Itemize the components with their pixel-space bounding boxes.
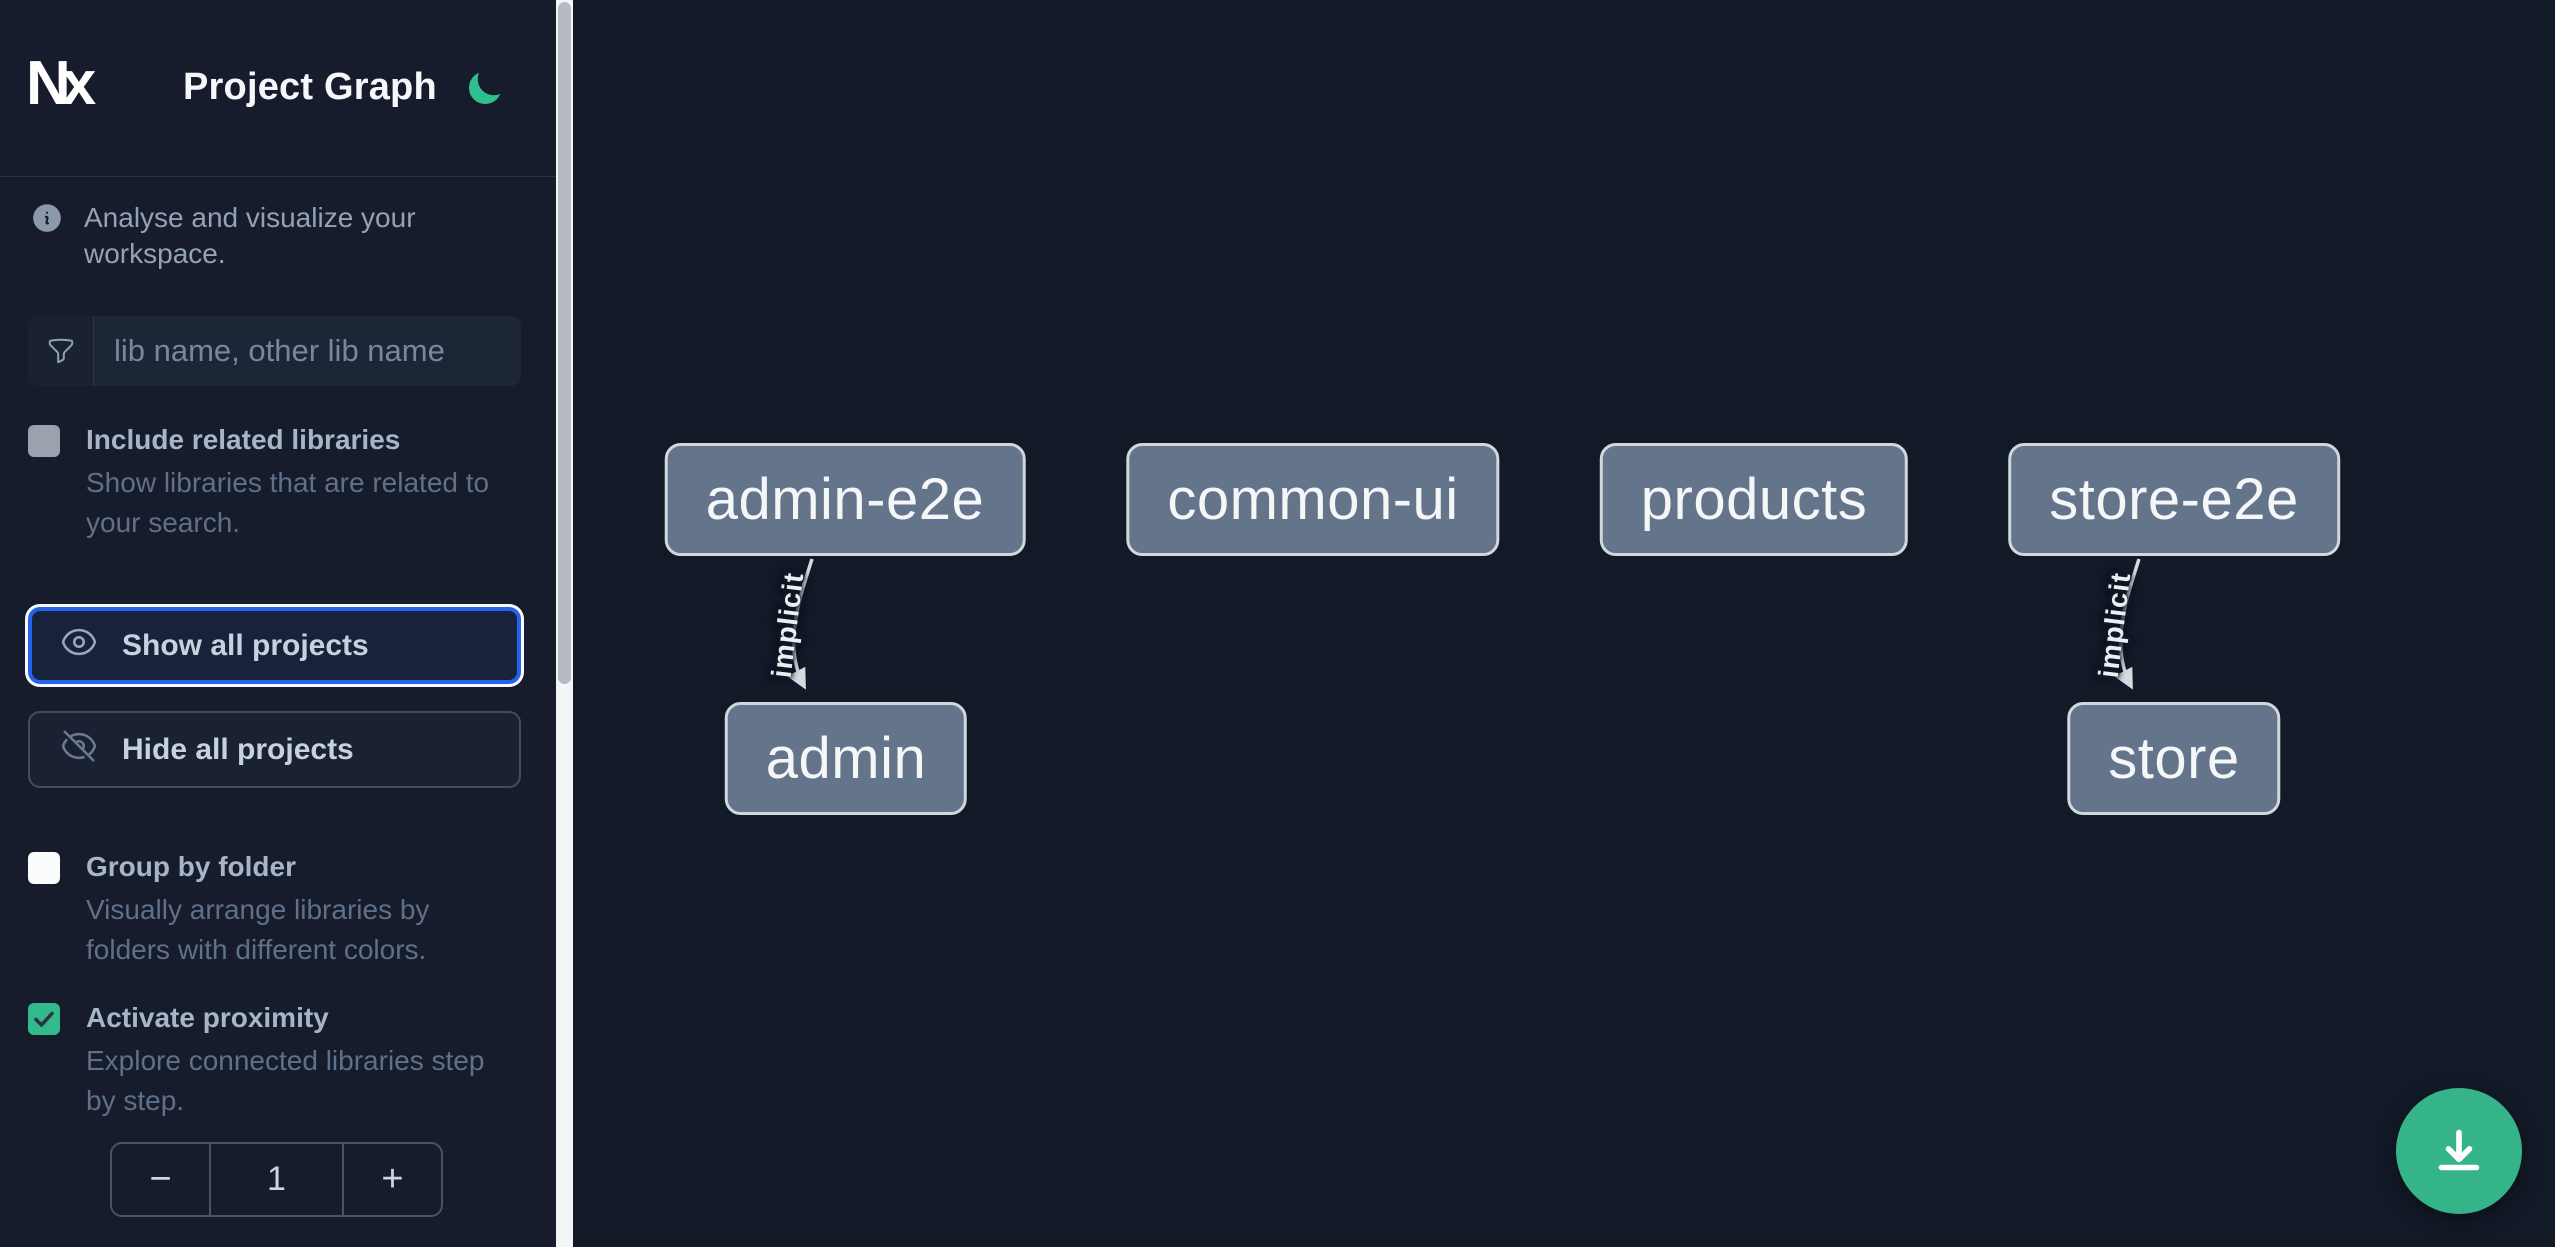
include-related-description: Show libraries that are related to your …	[86, 467, 490, 538]
edge-admin-e2e-admin[interactable]	[787, 558, 814, 690]
edge-store-e2e-store[interactable]	[2114, 558, 2141, 690]
show-all-projects-label: Show all projects	[122, 628, 369, 662]
project-node-common-ui[interactable]: common-ui	[1126, 443, 1500, 556]
proximity-value: 1	[209, 1144, 344, 1215]
sidebar-scrollbar-thumb[interactable]	[558, 2, 571, 684]
search-bar	[28, 316, 521, 386]
funnel-icon	[28, 316, 94, 386]
option-group-by-folder: Group by folder Visually arrange librari…	[28, 850, 528, 970]
activate-proximity-description: Explore connected libraries step by step…	[86, 1045, 485, 1116]
include-related-checkbox[interactable]	[28, 425, 60, 457]
project-node-store-e2e[interactable]: store-e2e	[2008, 443, 2340, 556]
proximity-decrement-button[interactable]: −	[112, 1144, 209, 1215]
group-by-folder-description: Visually arrange libraries by folders wi…	[86, 894, 430, 965]
group-by-folder-checkbox[interactable]	[28, 852, 60, 884]
info-icon	[30, 201, 64, 235]
project-node-products[interactable]: products	[1599, 443, 1909, 556]
eye-icon	[60, 623, 98, 669]
show-all-projects-button[interactable]: Show all projects	[28, 607, 521, 684]
sidebar-header: Nx Project Graph	[0, 0, 556, 177]
activate-proximity-checkbox[interactable]	[28, 1003, 60, 1035]
hide-all-projects-button[interactable]: Hide all projects	[28, 711, 521, 788]
page-title: Project Graph	[183, 66, 437, 108]
download-button[interactable]	[2396, 1088, 2522, 1214]
proximity-increment-button[interactable]: +	[344, 1144, 441, 1215]
activate-proximity-label: Activate proximity	[86, 1002, 329, 1033]
graph-canvas[interactable]	[573, 0, 2555, 1247]
sidebar: Nx Project Graph Analyse and visualize y…	[0, 0, 556, 1247]
hide-all-projects-label: Hide all projects	[122, 732, 354, 766]
option-activate-proximity: Activate proximity Explore connected lib…	[28, 1001, 528, 1121]
option-include-related: Include related libraries Show libraries…	[28, 423, 528, 543]
group-by-folder-label: Group by folder	[86, 851, 296, 882]
sidebar-scrollbar-track[interactable]	[556, 0, 573, 1247]
search-input[interactable]	[94, 316, 521, 386]
project-node-store[interactable]: store	[2067, 702, 2281, 815]
intro-text: Analyse and visualize your workspace.	[84, 202, 416, 269]
nx-logo: Nx	[26, 49, 96, 118]
eye-slash-icon	[60, 727, 98, 773]
project-node-admin-e2e[interactable]: admin-e2e	[664, 443, 1026, 556]
project-node-admin[interactable]: admin	[724, 702, 968, 815]
proximity-stepper: − 1 +	[110, 1142, 443, 1217]
moon-icon	[464, 72, 504, 112]
theme-toggle-button[interactable]	[462, 68, 506, 112]
download-icon	[2431, 1122, 2487, 1181]
include-related-label: Include related libraries	[86, 424, 401, 455]
intro-row: Analyse and visualize your workspace.	[30, 200, 530, 272]
